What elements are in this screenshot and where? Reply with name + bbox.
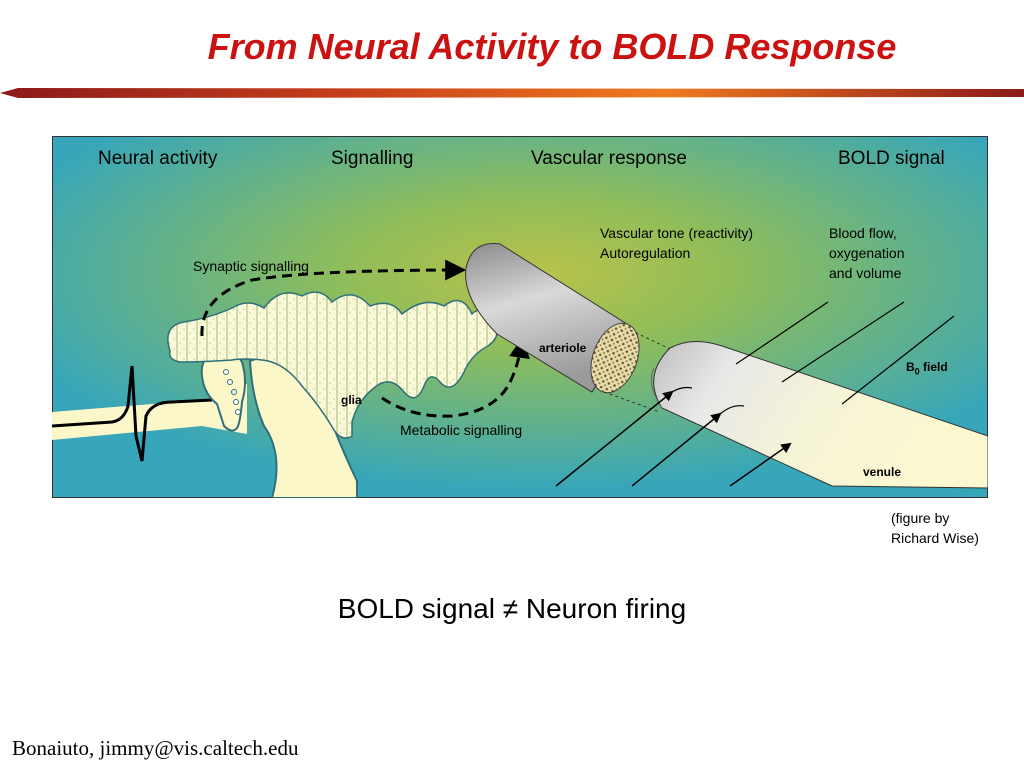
slide-caption: BOLD signal ≠ Neuron firing bbox=[337, 593, 687, 624]
stage-header-signalling: Signalling bbox=[331, 148, 414, 169]
b0-field-label: B0 field bbox=[906, 360, 948, 377]
b0-field-line bbox=[841, 315, 955, 405]
venule-label: venule bbox=[863, 465, 902, 479]
venule bbox=[653, 341, 988, 489]
glia-cell bbox=[167, 291, 498, 439]
b0-field-line bbox=[735, 301, 829, 365]
title-rule bbox=[0, 88, 1024, 98]
arteriole-label: arteriole bbox=[539, 341, 587, 355]
metabolic-signalling-label: Metabolic signalling bbox=[400, 422, 523, 438]
glia-label: glia bbox=[341, 393, 362, 407]
arteriole bbox=[465, 243, 631, 393]
arteriole-lumen bbox=[590, 322, 640, 394]
field-arrow bbox=[631, 412, 722, 487]
synaptic-vesicle bbox=[227, 379, 233, 385]
b0-field-line bbox=[781, 301, 905, 383]
field-curve bbox=[671, 386, 693, 393]
synaptic-vesicle bbox=[235, 409, 241, 415]
field-curve bbox=[719, 405, 745, 415]
slide-footer: Bonaiuto, jimmy@vis.caltech.edu bbox=[12, 736, 299, 760]
synaptic-signalling-label: Synaptic signalling bbox=[193, 258, 309, 274]
synaptic-vesicle bbox=[231, 389, 237, 395]
slide-title: From Neural Activity to BOLD Response bbox=[207, 26, 897, 67]
stage-header-neural-activity: Neural activity bbox=[98, 148, 218, 169]
bold-diagram bbox=[52, 136, 988, 498]
blood-flow-label: Blood flow, oxygenation and volume bbox=[829, 225, 905, 281]
field-arrow bbox=[729, 442, 792, 487]
synaptic-vesicle bbox=[223, 369, 229, 375]
metabolic-signalling-arrow bbox=[381, 336, 530, 418]
venule-edge bbox=[650, 367, 663, 409]
stage-header-bold-signal: BOLD signal bbox=[838, 148, 945, 169]
action-potential-trace bbox=[52, 365, 213, 462]
capillary-link bbox=[629, 329, 673, 351]
synaptic-vesicle bbox=[233, 399, 239, 405]
field-arrow bbox=[555, 390, 674, 487]
vascular-tone-label: Vascular tone (reactivity) Autoregulatio… bbox=[600, 225, 754, 261]
diagram-canvas bbox=[52, 136, 988, 498]
figure-credit: (figure by Richard Wise) bbox=[891, 510, 979, 546]
stage-header-vascular-response: Vascular response bbox=[531, 148, 687, 169]
